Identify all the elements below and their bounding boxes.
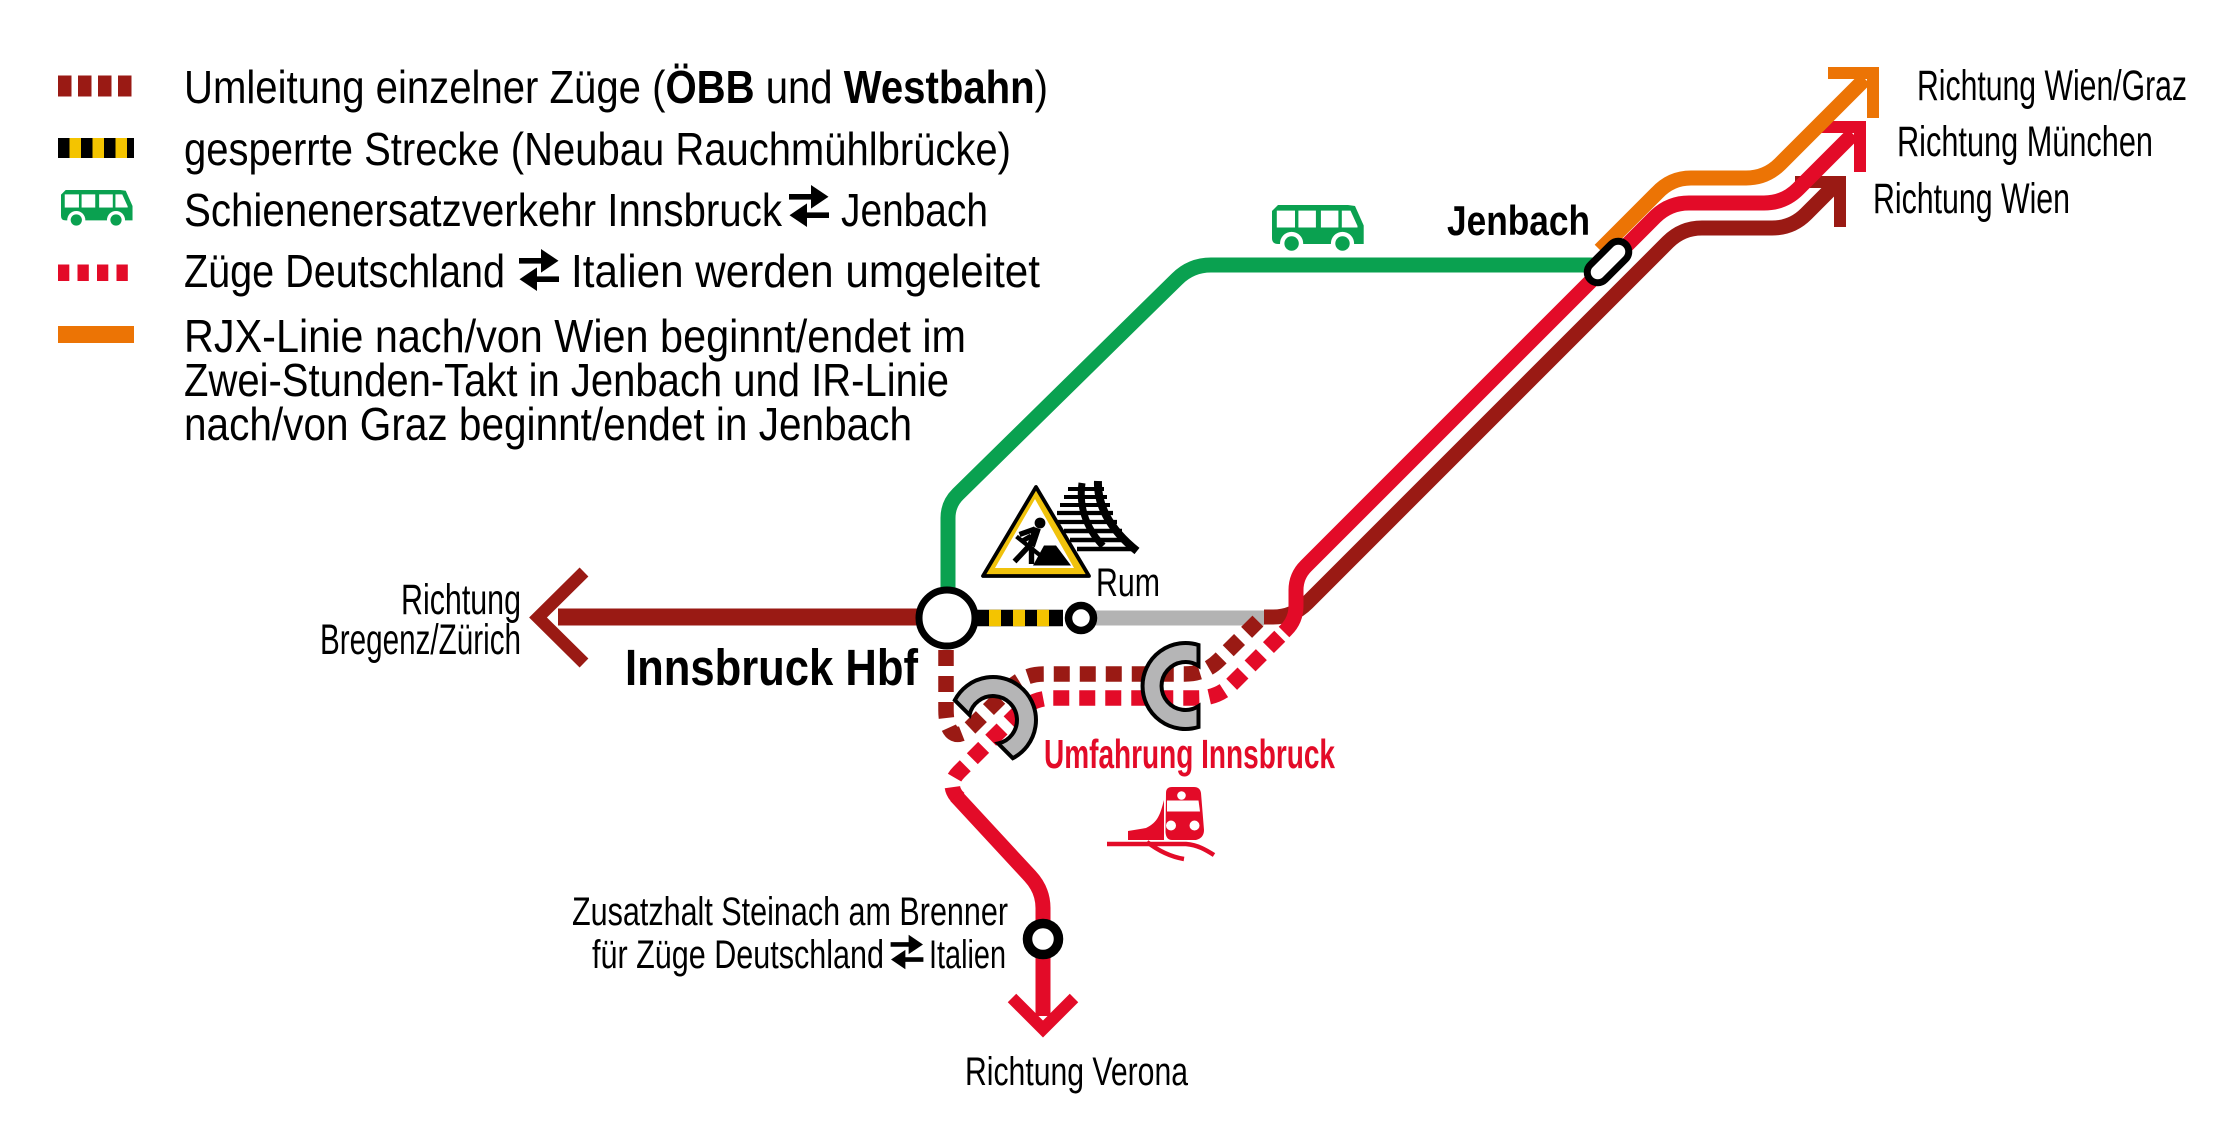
svg-text:Zusatzhalt Steinach am Brenner: Zusatzhalt Steinach am Brenner [572,890,1008,934]
svg-text:Züge Deutschland: Züge Deutschland [184,245,505,297]
svg-text:Richtung München: Richtung München [1897,118,2153,166]
svg-text:RJX-Linie nach/von Wien beginn: RJX-Linie nach/von Wien beginnt/endet im [184,310,966,362]
svg-text:Umfahrung Innsbruck: Umfahrung Innsbruck [1044,731,1335,777]
svg-text:Richtung Wien/Graz: Richtung Wien/Graz [1917,62,2187,110]
svg-text:Zwei-Stunden-Takt in Jenbach u: Zwei-Stunden-Takt in Jenbach und IR-Lini… [184,354,949,406]
svg-text:Italien: Italien [929,933,1006,977]
svg-text:Jenbach: Jenbach [1447,197,1590,244]
svg-text:Innsbruck Hbf: Innsbruck Hbf [625,639,919,696]
svg-text:nach/von Graz beginnt/endet in: nach/von Graz beginnt/endet in Jenbach [184,398,912,450]
svg-text:gesperrte Strecke (Neubau Rauc: gesperrte Strecke (Neubau Rauchmühlbrück… [184,123,1011,175]
svg-text:Bregenz/Zürich: Bregenz/Zürich [320,616,521,664]
svg-text:Schienenersatzverkehr Innsbruc: Schienenersatzverkehr Innsbruck [184,184,783,236]
svg-text:Rum: Rum [1096,561,1160,605]
svg-text:Italien werden umgeleitet: Italien werden umgeleitet [571,245,1040,297]
svg-text:Jenbach: Jenbach [841,184,988,236]
svg-text:Richtung Wien: Richtung Wien [1873,175,2070,223]
svg-text:Richtung: Richtung [401,576,521,624]
svg-text:Richtung Verona: Richtung Verona [965,1050,1189,1094]
svg-text:Umleitung einzelner Züge (ÖBB: Umleitung einzelner Züge (ÖBB und Westba… [184,61,1048,113]
svg-text:für Züge Deutschland: für Züge Deutschland [592,933,884,977]
